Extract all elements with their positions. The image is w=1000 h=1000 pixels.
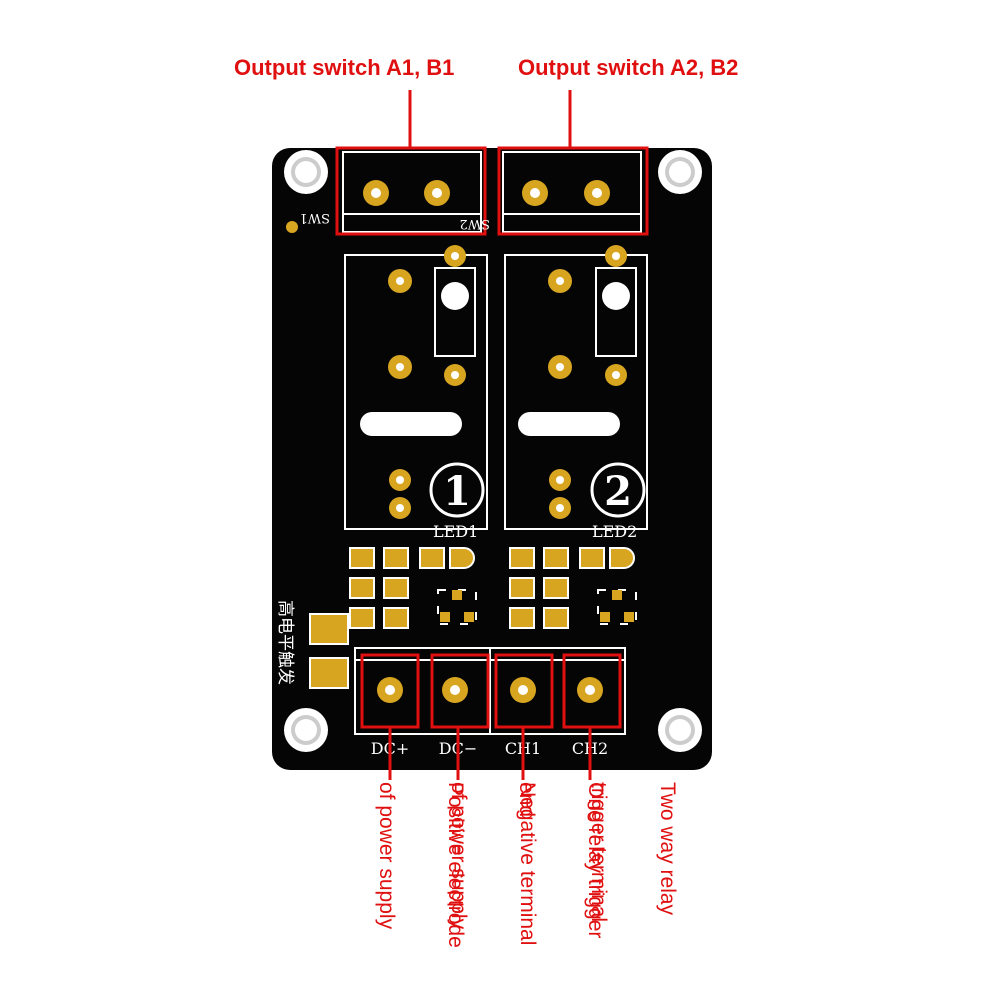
- output-terminal-blocks: [342, 151, 642, 233]
- trigger-jumper-pads: [309, 613, 349, 689]
- relay-1-footprint: [344, 245, 488, 530]
- ch1-description: One relay trigger end: [515, 782, 607, 939]
- bottom-leaders: [388, 727, 592, 780]
- smd-pads-2: [509, 547, 635, 629]
- output-switch-1-label: Output switch A1, B1: [234, 55, 455, 80]
- mounting-holes: [284, 150, 702, 752]
- output-switch-2-highlight: [497, 146, 649, 236]
- output-pads: [363, 180, 610, 206]
- sw1-silk-label: SW1: [299, 210, 330, 225]
- output-switch-2-label: Output switch A2, B2: [518, 55, 739, 80]
- dc-minus-description: Negative terminal of power supply: [447, 782, 539, 946]
- fiducial-dot: [286, 221, 298, 233]
- transistor-2: [597, 589, 637, 625]
- dc-plus-description: Positive electrode of power supply: [375, 782, 467, 948]
- led2-label: LED2: [592, 522, 637, 541]
- high-level-trigger-label: 高电平触发: [275, 600, 295, 685]
- sw2-silk-label: SW2: [459, 216, 490, 231]
- relay-1-number: 1: [443, 468, 471, 515]
- relay-2-footprint: [504, 245, 648, 530]
- relay-2-number: 2: [604, 468, 632, 515]
- input-terminal-block: [354, 647, 626, 735]
- smd-pads-1: [349, 547, 475, 629]
- input-pads: [377, 677, 603, 703]
- transistor-1: [437, 589, 477, 625]
- led1-label: LED1: [433, 522, 478, 541]
- ch2-description: Two way relay trigger terminal: [587, 782, 679, 923]
